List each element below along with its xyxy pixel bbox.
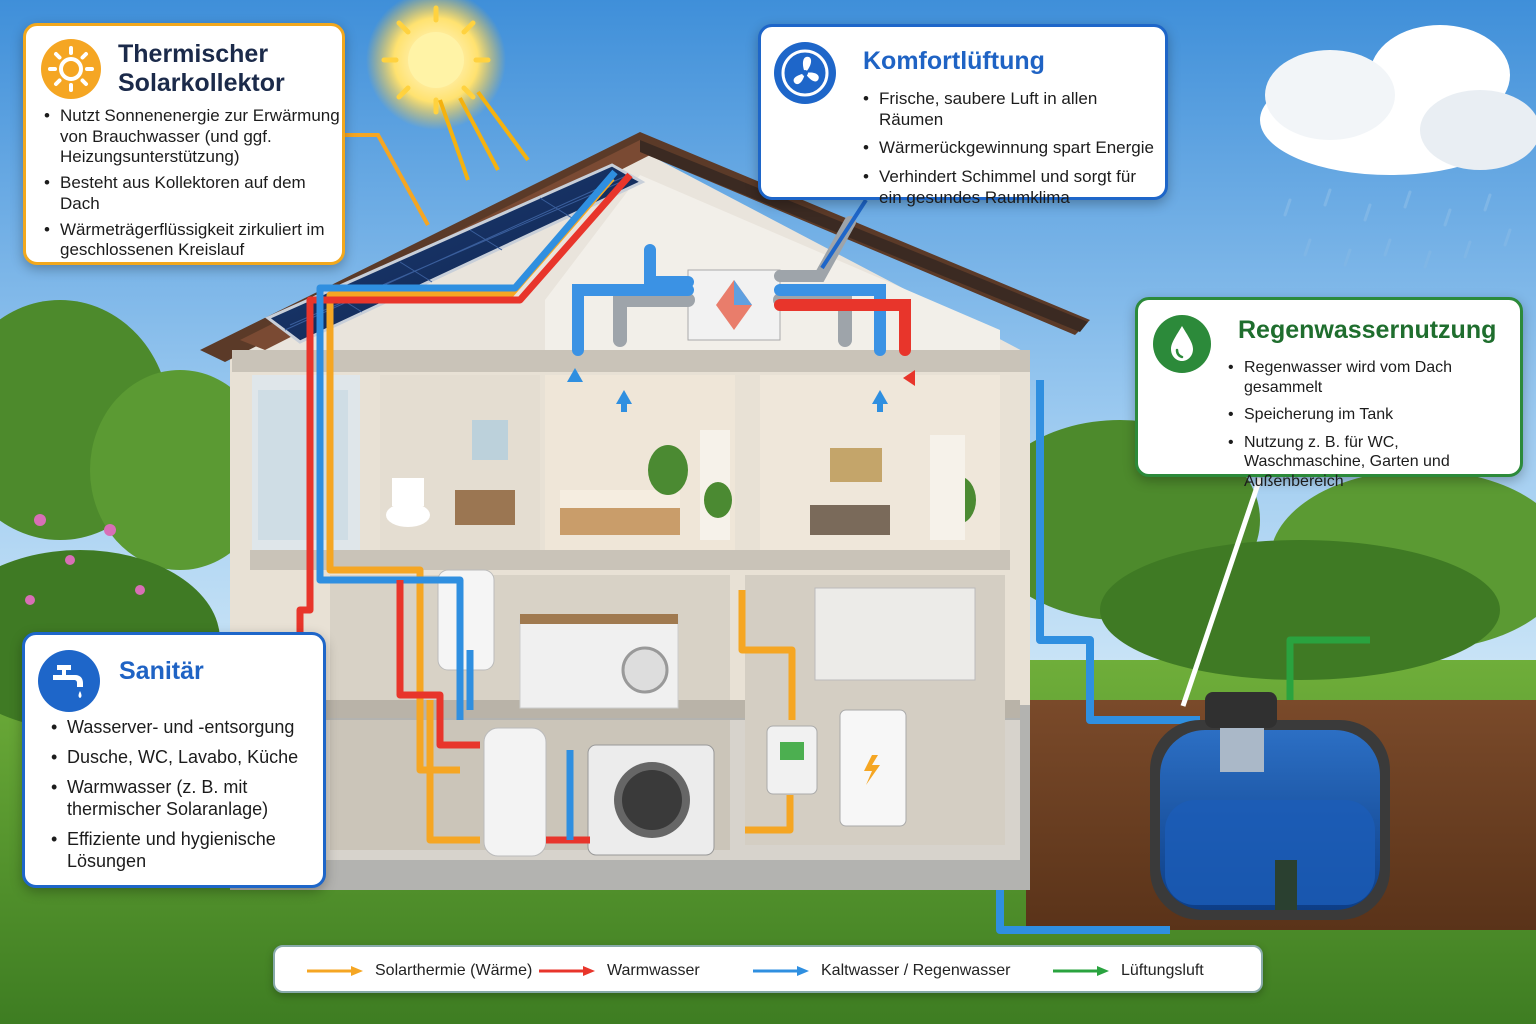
legend-item-hot-water: Warmwasser	[537, 961, 700, 981]
rainwater-tank	[1150, 692, 1390, 920]
ventilation-list: Frische, saubere Luft in allen Räumen Wä…	[861, 89, 1161, 217]
list-item: Wärmerückgewinnung spart Energie	[861, 138, 1161, 159]
sun-icon	[40, 38, 102, 105]
sun	[366, 0, 530, 181]
house	[200, 132, 1090, 890]
ventilation-title: Komfortlüftung	[863, 47, 1045, 75]
solar-collector-title: Thermischer Solarkollektor	[118, 40, 285, 98]
legend-label: Kaltwasser / Regenwasser	[821, 962, 1011, 979]
list-item: Nutzt Sonnenenergie zur Erwärmung von Br…	[42, 106, 342, 168]
list-item: Verhindert Schimmel und sorgt für ein ge…	[861, 167, 1161, 208]
hot-water-boiler	[437, 569, 495, 671]
solar-title-line2: Solarkollektor	[118, 68, 285, 97]
legend-label: Warmwasser	[607, 962, 700, 979]
sanitary-title: Sanitär	[119, 657, 204, 685]
list-item: Warmwasser (z. B. mit thermischer Solara…	[49, 777, 324, 821]
cloud	[1260, 25, 1536, 269]
list-item: Frische, saubere Luft in allen Räumen	[861, 89, 1161, 130]
list-item: Effiziente und hygienische Lösungen	[49, 829, 324, 873]
legend-item-ventilation: Lüftungsluft	[1051, 961, 1204, 981]
list-item: Nutzung z. B. für WC, Waschmaschine, Gar…	[1226, 433, 1521, 492]
legend-label: Solarthermie (Wärme)	[375, 962, 533, 979]
arrow-icon	[753, 966, 809, 976]
sanitary-list: Wasserver- und -entsorgung Dusche, WC, L…	[49, 717, 324, 881]
list-item: Besteht aus Kollektoren auf dem Dach	[42, 173, 342, 214]
rainwater-box: Regenwassernutzung Regenwasser wird vom …	[1135, 297, 1523, 490]
legend-item-cold-water: Kaltwasser / Regenwasser	[751, 961, 1010, 981]
storage-tank	[483, 727, 547, 857]
rainwater-list: Regenwasser wird vom Dach gesammelt Spei…	[1226, 358, 1521, 499]
list-item: Wasserver- und -entsorgung	[49, 717, 324, 739]
pipes	[296, 169, 1370, 934]
solar-collector-box: Thermischer Solarkollektor Nutzt Sonnene…	[23, 23, 345, 265]
ventilation-box: Komfortlüftung Frische, saubere Luft in …	[758, 24, 1168, 207]
solar-collector-list: Nutzt Sonnenenergie zur Erwärmung von Br…	[42, 106, 342, 266]
list-item: Dusche, WC, Lavabo, Küche	[49, 747, 324, 769]
arrow-icon	[1053, 966, 1109, 976]
legend: Solarthermie (Wärme) Warmwasser Kaltwass…	[273, 945, 1263, 993]
list-item: Wärmeträgerflüssigkeit zirkuliert im ges…	[42, 220, 342, 261]
sanitary-box: Sanitär Wasserver- und -entsorgung Dusch…	[22, 632, 326, 888]
list-item: Speicherung im Tank	[1226, 405, 1521, 425]
arrow-icon	[307, 966, 363, 976]
fan-icon	[773, 41, 837, 110]
legend-label: Lüftungsluft	[1121, 962, 1204, 979]
solar-title-line1: Thermischer	[118, 40, 269, 68]
rainwater-title: Regenwassernutzung	[1238, 316, 1497, 344]
legend-item-solar: Solarthermie (Wärme)	[305, 961, 532, 981]
faucet-icon	[37, 649, 101, 718]
arrow-icon	[539, 966, 595, 976]
water-drop-icon	[1152, 314, 1212, 379]
list-item: Regenwasser wird vom Dach gesammelt	[1226, 358, 1521, 397]
